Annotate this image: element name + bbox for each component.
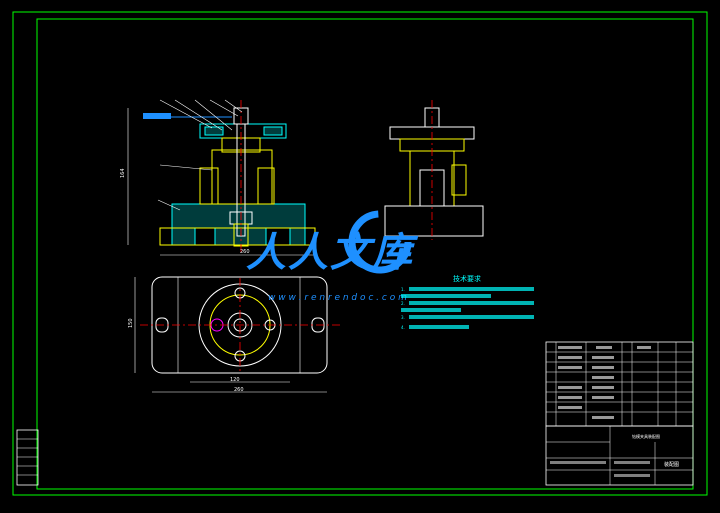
parts-cell-text [592,366,614,369]
parts-cell-text [558,396,582,399]
technical-requirements: 技术要求 1. 2. 3. 4. [401,274,534,330]
requirement-3: 3. [401,315,405,320]
dim-front-height: 164 [120,168,126,178]
side-base [384,205,484,237]
parts-cell-text [592,356,614,359]
title-block[interactable]: 钻模夹具装配图 装配图 [545,425,694,486]
watermark-url: w w w . r e n r e n d o c . c o m [268,293,407,303]
outer-border [12,11,708,496]
watermark-brand: 人人文库 [246,230,419,276]
parts-cell-text [558,406,582,409]
side-view[interactable] [384,100,484,240]
watermark-swirl-icon [348,210,412,274]
title-cell-text [614,474,650,477]
plate-hatch-left [204,126,224,136]
parts-cell-text [592,386,614,389]
dim-plan-height: 150 [128,318,134,328]
title-drawing-name: 钻模夹具装配图 [632,433,660,439]
title-right-label: 装配图 [664,461,679,468]
parts-list[interactable] [545,341,694,427]
requirement-2-cont [401,308,461,312]
left-revision-table [16,429,39,486]
watermark: 人人文库 w w w . r e n r e n d o c . c o m [246,210,419,303]
requirement-1-text [409,287,534,291]
requirement-4: 4. [401,325,405,330]
title-block-frame [545,425,694,486]
dim-front-width: 260 [240,249,250,255]
parts-cell-text [592,376,614,379]
title-cell-text [614,461,650,464]
requirement-4-text [409,325,469,329]
dim-plan-total: 260 [234,387,244,393]
leader-4 [209,99,239,117]
parts-cell-text [596,346,612,349]
requirement-3-text [409,315,534,319]
leader-1 [159,99,213,129]
parts-cell-text [637,346,651,349]
title-cell-text [550,461,606,464]
leader-7 [157,199,181,211]
requirement-1-cont [401,294,491,298]
parts-cell-text [592,416,614,419]
leader-5 [224,99,243,113]
requirement-2-text [409,301,534,305]
blue-label [143,113,171,119]
requirements-title: 技术要求 [453,274,481,283]
parts-list-frame [545,341,694,427]
inner-border [36,18,694,490]
leader-6 [159,164,213,171]
parts-cell-text [558,346,582,349]
parts-cell-text [558,366,582,369]
support-body [211,149,273,205]
parts-cell-text [592,396,614,399]
right-rib [257,167,275,205]
requirement-1: 1. [401,287,405,292]
parts-cell-text [558,386,582,389]
plan-view[interactable]: 150 120 260 [128,276,340,393]
left-rib [199,167,219,205]
dim-plan-inner: 120 [230,377,240,383]
leader-2 [174,99,223,131]
side-rib [451,164,467,196]
plate-hatch-right [263,126,283,136]
parts-cell-text [558,356,582,359]
requirement-2: 2. [401,301,405,306]
left-table-frame [16,429,39,486]
front-section-view[interactable]: 164 260 [120,99,316,256]
leader-3 [194,99,233,131]
